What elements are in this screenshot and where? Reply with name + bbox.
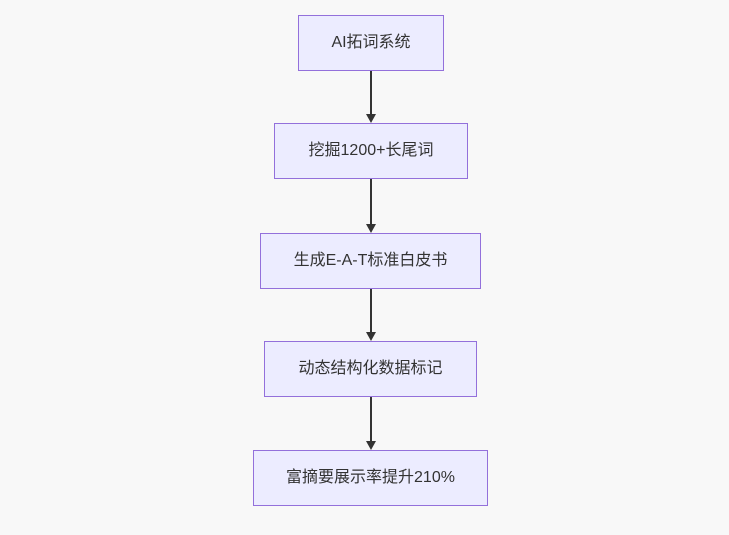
- flow-node-ai-word-expansion-system: AI拓词系统: [298, 15, 444, 71]
- node-label: 挖掘1200+长尾词: [308, 142, 434, 160]
- flow-node-rich-snippet-rate-increase: 富摘要展示率提升210%: [253, 450, 488, 506]
- flow-arrow-2-to-3: [364, 179, 377, 233]
- node-label: 富摘要展示率提升210%: [286, 469, 455, 487]
- flow-arrow-4-to-5: [364, 397, 377, 450]
- arrow-head-icon: [365, 332, 376, 341]
- flow-node-generate-eat-whitepaper: 生成E-A-T标准白皮书: [260, 233, 481, 289]
- arrow-head-icon: [365, 114, 376, 123]
- arrow-line: [369, 71, 372, 117]
- arrow-line: [369, 397, 372, 444]
- node-label: 生成E-A-T标准白皮书: [293, 252, 448, 270]
- flow-node-dynamic-structured-data-markup: 动态结构化数据标记: [264, 341, 477, 397]
- arrow-head-icon: [365, 441, 376, 450]
- arrow-head-icon: [365, 224, 376, 233]
- node-label: 动态结构化数据标记: [298, 360, 443, 378]
- flow-arrow-3-to-4: [364, 289, 377, 341]
- node-label: AI拓词系统: [331, 34, 411, 52]
- flow-node-mine-longtail-keywords: 挖掘1200+长尾词: [274, 123, 468, 179]
- arrow-line: [369, 179, 372, 227]
- arrow-line: [369, 289, 372, 335]
- flow-arrow-1-to-2: [364, 71, 377, 123]
